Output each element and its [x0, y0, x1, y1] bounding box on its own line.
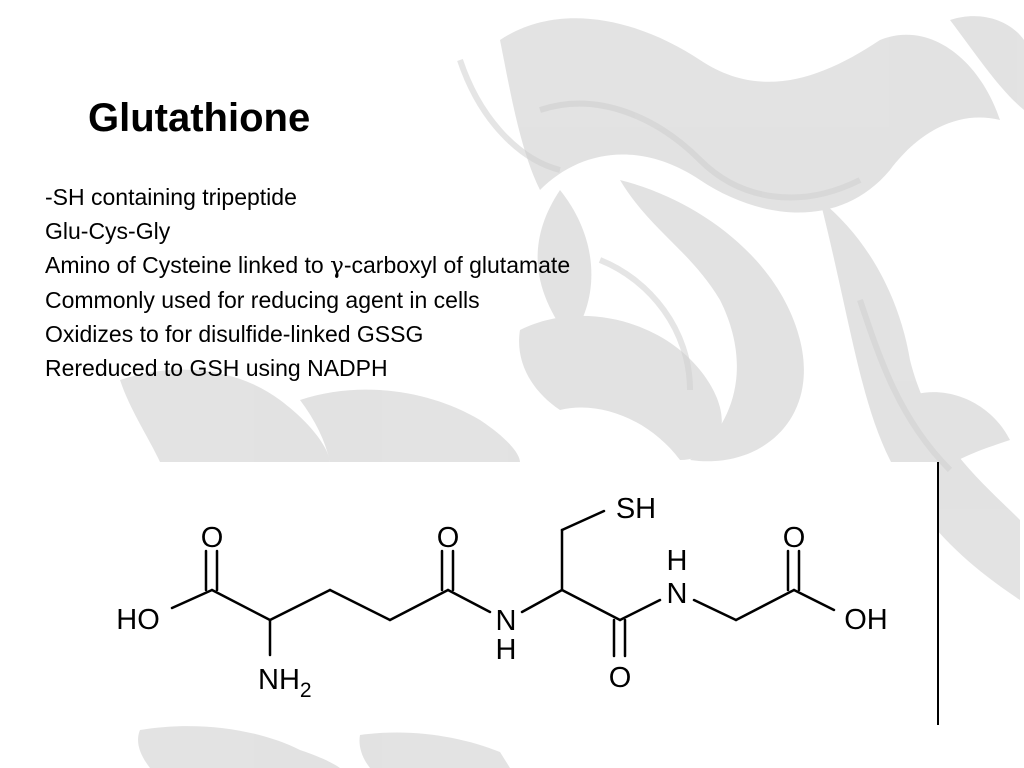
bond — [328, 588, 392, 622]
bond — [560, 509, 606, 532]
bond — [792, 588, 836, 612]
bullet-text: -carboxyl of glutamate — [343, 252, 571, 278]
panel-border — [937, 462, 939, 725]
atom-label: O — [783, 522, 806, 554]
atom-label: O — [201, 522, 224, 554]
bond — [560, 588, 622, 622]
atom-label: O — [437, 522, 460, 554]
atom-label: NH2 — [258, 664, 312, 702]
bond — [170, 588, 214, 610]
structure-panel — [0, 462, 938, 725]
atom-label: N — [496, 605, 517, 637]
bond — [388, 588, 450, 622]
bullet-item: -SH containing tripeptide — [45, 184, 297, 210]
atom-label: SH — [616, 493, 656, 525]
atom-label: HO — [116, 604, 160, 636]
bond — [268, 588, 332, 622]
bullet-text: Amino of Cysteine linked to — [45, 252, 331, 278]
atom-label: OH — [844, 604, 888, 636]
atom-label: O — [609, 662, 632, 694]
gamma-symbol: γ — [330, 253, 344, 279]
bullet-item: Amino of Cysteine linked to γ-carboxyl o… — [45, 248, 570, 283]
atom-label: NH — [258, 664, 300, 696]
atom-label: H — [496, 634, 517, 666]
page-title: Glutathione — [88, 96, 311, 140]
bullet-list: -SH containing tripeptide Glu-Cys-Gly Am… — [45, 180, 570, 385]
bond — [210, 588, 272, 622]
bullet-item: Oxidizes to for disulfide-linked GSSG — [45, 321, 424, 347]
bullet-item: Glu-Cys-Gly — [45, 218, 171, 244]
bond — [520, 588, 564, 614]
bullet-item: Commonly used for reducing agent in cell… — [45, 287, 480, 313]
bond — [734, 588, 796, 622]
bond — [618, 598, 662, 622]
subscript: 2 — [300, 679, 312, 702]
bullet-item: Rereduced to GSH using NADPH — [45, 355, 388, 381]
bond — [692, 598, 738, 622]
atom-label: H — [667, 545, 688, 577]
atom-label: N — [667, 578, 688, 610]
bond — [446, 588, 492, 614]
